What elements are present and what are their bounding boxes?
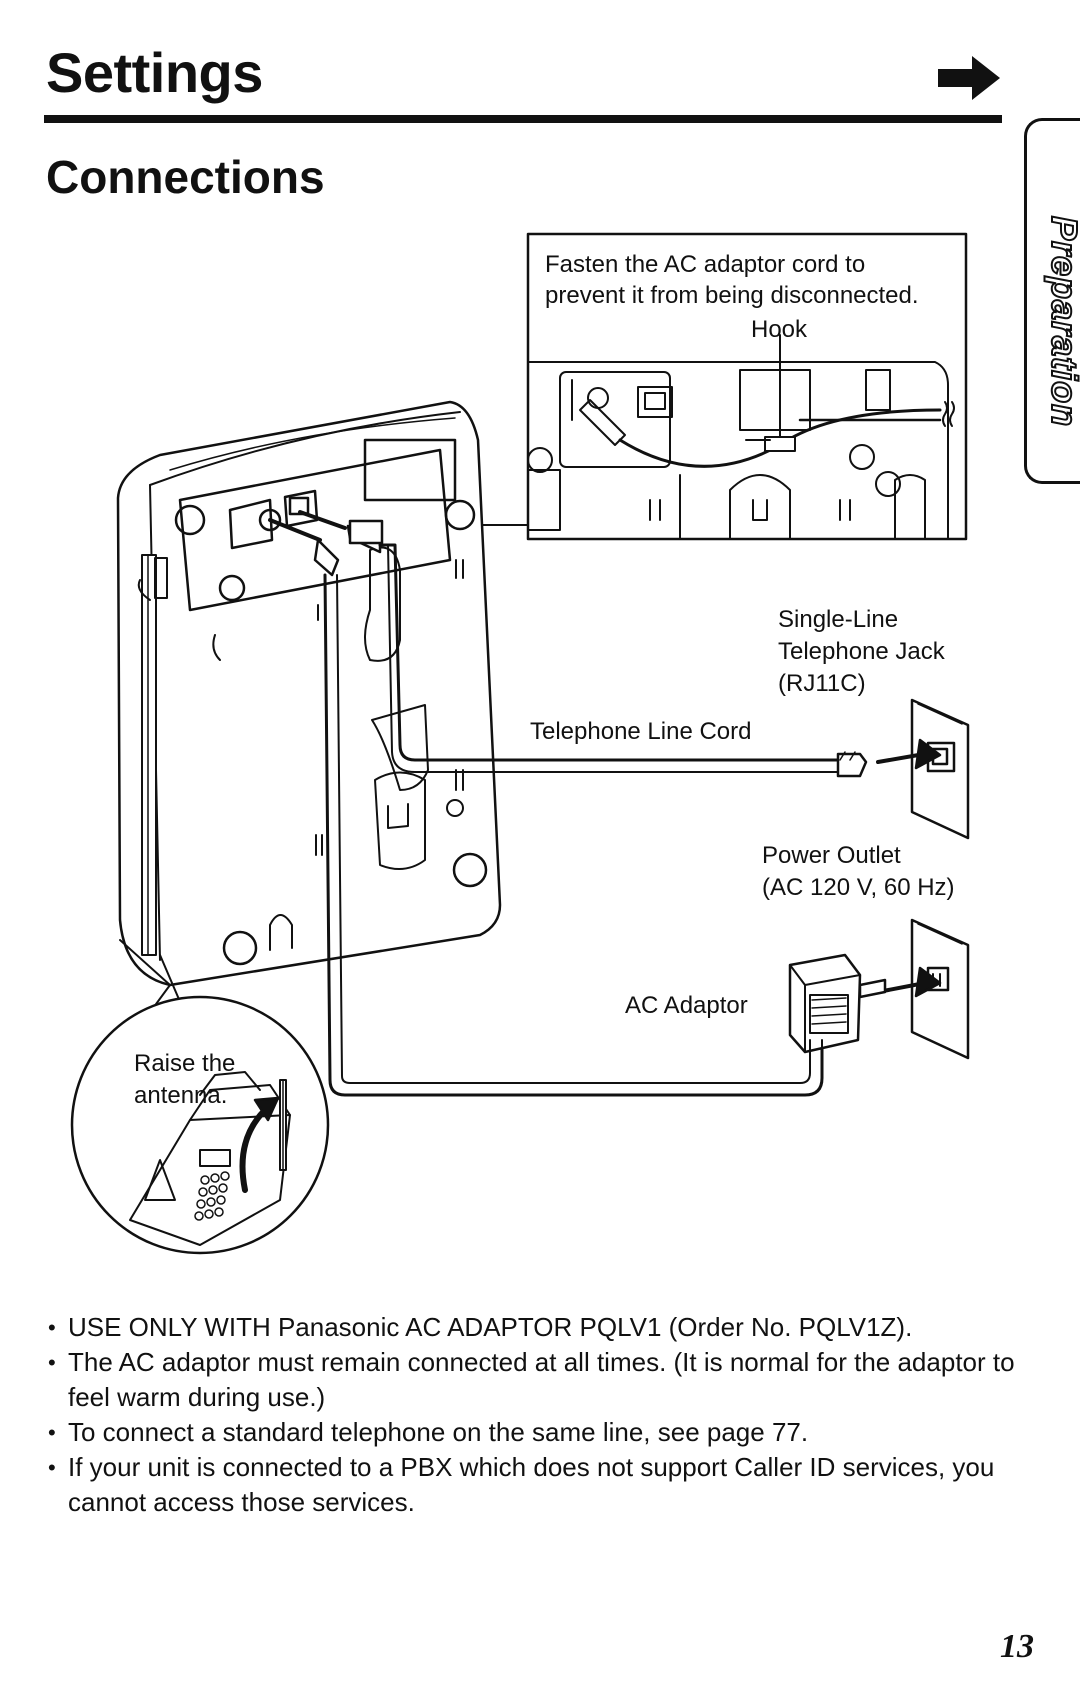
title-rule (44, 115, 1002, 123)
note-item: To connect a standard telephone on the s… (46, 1415, 1036, 1450)
telephone-wall-jack (876, 698, 970, 840)
page-number: 13 (1000, 1628, 1034, 1665)
antenna-callout (70, 954, 330, 1255)
inset-note-line2: prevent it from being disconnected. (545, 282, 919, 309)
jack-label-line3: (RJ11C) (778, 670, 866, 697)
inset-base-detail (527, 334, 955, 540)
base-plugs (268, 510, 384, 577)
outlet-label-line2: (AC 120 V, 60 Hz) (762, 874, 955, 901)
power-outlet (876, 918, 970, 1060)
adaptor-label: AC Adaptor (625, 992, 748, 1019)
note-item: The AC adaptor must remain connected at … (46, 1345, 1036, 1415)
antenna-label-line2: antenna. (134, 1082, 228, 1109)
line-cord-label: Telephone Line Cord (530, 718, 752, 745)
right-arrow-icon (938, 56, 1000, 100)
note-item: USE ONLY WITH Panasonic AC ADAPTOR PQLV1… (46, 1310, 1036, 1345)
outlet-label-line1: Power Outlet (762, 842, 901, 869)
note-item: If your unit is connected to a PBX which… (46, 1450, 1036, 1520)
telephone-line-cord (378, 543, 842, 762)
jack-label-line1: Single-Line (778, 606, 899, 633)
inset-box (526, 232, 968, 541)
section-title: Connections (46, 151, 325, 203)
jack-label-line2: Telephone Jack (778, 638, 945, 665)
notes-list: USE ONLY WITH Panasonic AC ADAPTOR PQLV1… (46, 1310, 1036, 1520)
ac-adaptor (788, 953, 887, 1061)
chapter-tab (1024, 118, 1080, 484)
hook-label: Hook (751, 316, 808, 343)
page-title: Settings (46, 41, 263, 104)
ac-cord (323, 573, 824, 1097)
base-unit (116, 400, 502, 987)
inset-note-line1: Fasten the AC adaptor cord to (545, 251, 866, 278)
antenna-label-line1: Raise the (134, 1050, 236, 1077)
